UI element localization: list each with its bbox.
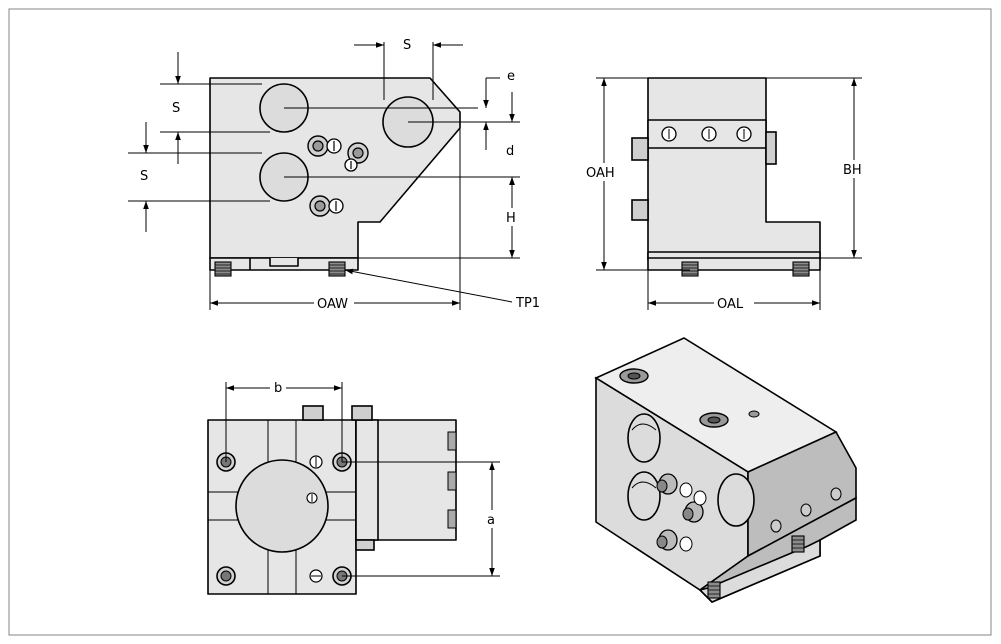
bottom-view-side-strip bbox=[355, 419, 379, 541]
coolant-port-icon bbox=[344, 142, 369, 172]
dim-b-label: b bbox=[274, 381, 282, 396]
dim-e-label: e bbox=[507, 69, 515, 84]
dim-s-lower-left-label: S bbox=[140, 169, 148, 184]
bottom-view-body bbox=[207, 419, 357, 595]
stud-icon bbox=[681, 261, 699, 277]
screw-icon bbox=[447, 431, 457, 529]
dim-h-label: H bbox=[506, 211, 516, 226]
screw-icon bbox=[661, 126, 752, 142]
coolant-port-icon bbox=[307, 135, 342, 157]
dim-oal-label: OAL bbox=[717, 297, 744, 312]
bottom-view-low-boss bbox=[355, 539, 375, 551]
bottom-view-top-boss-1 bbox=[302, 405, 324, 421]
screw-icon bbox=[306, 455, 323, 583]
stud-icon bbox=[792, 261, 810, 277]
page-frame bbox=[8, 8, 992, 636]
side-view-boss-lower bbox=[631, 199, 649, 221]
bottom-view-top-boss-2 bbox=[351, 405, 373, 421]
front-view: S S S e d H OAW bbox=[128, 38, 540, 312]
dim-oah-label: OAH bbox=[586, 166, 615, 181]
dim-s-upper-left-label: S bbox=[172, 101, 180, 116]
isometric-view bbox=[594, 337, 857, 603]
dim-oaw-label: OAW bbox=[317, 297, 348, 312]
bottom-view: b a bbox=[207, 379, 501, 595]
side-view: OAH BH OAL bbox=[584, 77, 868, 312]
tp1-label: TP1 bbox=[515, 296, 540, 311]
dim-bh-label: BH bbox=[843, 163, 862, 178]
bottom-view-center-disc bbox=[235, 459, 329, 553]
dim-d-label: d bbox=[506, 144, 514, 159]
side-view-boss-right bbox=[765, 131, 777, 165]
coolant-port-icon bbox=[309, 195, 344, 217]
dim-a-label: a bbox=[487, 513, 495, 528]
side-view-boss-left bbox=[631, 137, 649, 161]
stud-icon bbox=[214, 261, 232, 277]
screw-icon bbox=[770, 487, 842, 533]
side-view-body bbox=[647, 77, 821, 259]
dim-s-top-label: S bbox=[403, 38, 411, 53]
coolant-port-icon bbox=[656, 473, 707, 552]
front-view-base-notches bbox=[249, 258, 299, 270]
